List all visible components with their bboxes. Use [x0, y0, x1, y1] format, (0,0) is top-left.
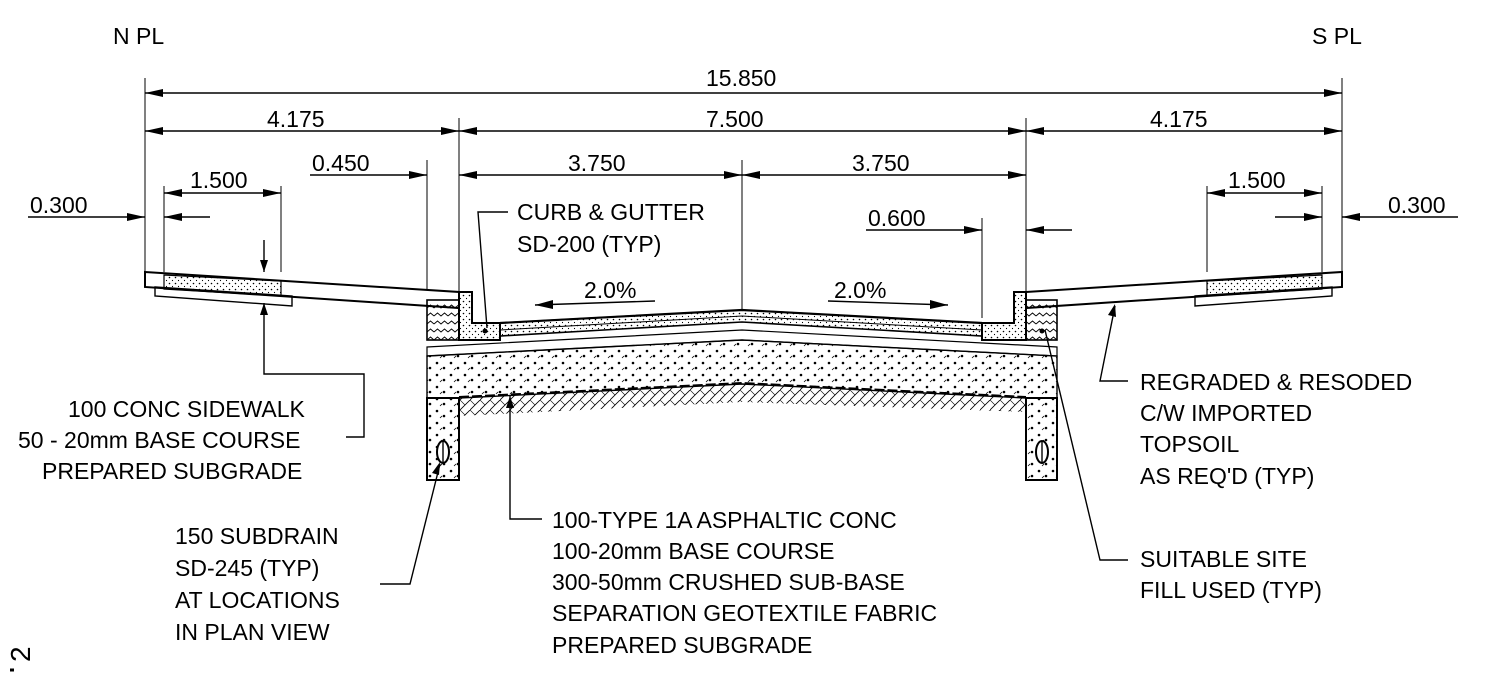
- callout-topsoil: REGRADED & RESODED C/W IMPORTED TOPSOIL …: [1099, 304, 1412, 489]
- sheet-mark: 2: [5, 646, 36, 662]
- callout-subdrain-line-4: IN PLAN VIEW: [175, 619, 330, 645]
- callout-topsoil-line-3: TOPSOIL: [1140, 431, 1239, 457]
- left-slope-indicator: 2.0%: [534, 277, 656, 309]
- geotextile-fabric: [458, 381, 1027, 398]
- callout-topsoil-line-1: REGRADED & RESODED: [1140, 369, 1412, 395]
- left-slope-label: 2.0%: [584, 277, 636, 303]
- dimension-offsets: 0.300 0.300: [28, 192, 1458, 221]
- left-subdrain: [426, 397, 460, 481]
- callout-subdrain-line-2: SD-245 (TYP): [175, 555, 319, 581]
- extension-lines: [144, 78, 1343, 318]
- prepared-subgrade: [459, 384, 1026, 416]
- south-property-line-label: S PL: [1312, 23, 1362, 49]
- dimension-sidewalks: 1.500 1.500: [164, 167, 1322, 197]
- dimension-right-offset-label: 0.300: [1388, 192, 1446, 218]
- dimension-row-3: 3.750 3.750 0.450: [310, 150, 1026, 179]
- dimension-overall: 15.850: [145, 65, 1342, 97]
- dimension-right-curb-label: 0.600: [868, 205, 926, 231]
- callout-subdrain-line-3: AT LOCATIONS: [175, 587, 340, 613]
- callout-sidewalk: 100 CONC SIDEWALK 50 - 20mm BASE COURSE …: [18, 240, 365, 484]
- dimension-right-lane-label: 3.750: [852, 150, 910, 176]
- callout-pavement-line-1: 100-TYPE 1A ASPHALTIC CONC: [552, 507, 897, 533]
- callout-curb-line-1: CURB & GUTTER: [517, 199, 705, 225]
- dimension-left-lane-label: 3.750: [568, 150, 626, 176]
- callout-fill-line-2: FILL USED (TYP): [1140, 577, 1322, 603]
- left-curb-and-gutter: [426, 291, 501, 341]
- callout-topsoil-line-4: AS REQ'D (TYP): [1140, 463, 1314, 489]
- callout-curb-line-2: SD-200 (TYP): [517, 231, 661, 257]
- dimension-left-sidewalk-label: 1.500: [190, 167, 248, 193]
- dimension-right-curb: 0.600: [866, 205, 1072, 234]
- dimension-overall-label: 15.850: [706, 65, 776, 91]
- left-sidewalk: [144, 270, 460, 310]
- callout-curb-gutter: CURB & GUTTER SD-200 (TYP): [477, 199, 705, 329]
- callout-subdrain: 150 SUBDRAIN SD-245 (TYP) AT LOCATIONS I…: [175, 462, 441, 645]
- callout-pavement-structure: 100-TYPE 1A ASPHALTIC CONC 100-20mm BASE…: [506, 396, 937, 658]
- dimension-row-2: 4.175 7.500 4.175: [145, 106, 1342, 135]
- callout-topsoil-line-2: C/W IMPORTED: [1140, 400, 1312, 426]
- dimension-left-curb-label: 0.450: [312, 150, 370, 176]
- callout-pavement-line-2: 100-20mm BASE COURSE: [552, 538, 834, 564]
- dimension-right-boulevard-label: 4.175: [1150, 106, 1208, 132]
- callout-pavement-line-4: SEPARATION GEOTEXTILE FABRIC: [552, 600, 937, 626]
- callout-sidewalk-line-2: 50 - 20mm BASE COURSE: [18, 427, 300, 453]
- callout-pavement-line-3: 300-50mm CRUSHED SUB-BASE: [552, 569, 905, 595]
- right-subdrain: [1025, 397, 1058, 481]
- dimension-left-boulevard-label: 4.175: [267, 106, 325, 132]
- north-property-line-label: N PL: [113, 23, 164, 49]
- callout-subdrain-line-1: 150 SUBDRAIN: [175, 523, 339, 549]
- dimension-left-offset-label: 0.300: [30, 192, 88, 218]
- right-slope-label: 2.0%: [834, 277, 886, 303]
- dimension-roadway-label: 7.500: [706, 106, 764, 132]
- asphaltic-concrete: [499, 309, 983, 337]
- callout-pavement-line-5: PREPARED SUBGRADE: [552, 632, 812, 658]
- callout-fill-line-1: SUITABLE SITE: [1140, 546, 1307, 572]
- right-sidewalk: [1025, 270, 1343, 310]
- right-slope-indicator: 2.0%: [827, 277, 949, 309]
- dimension-right-sidewalk-label: 1.500: [1228, 167, 1286, 193]
- callout-sidewalk-line-3: PREPARED SUBGRADE: [42, 458, 302, 484]
- callout-sidewalk-line-1: 100 CONC SIDEWALK: [68, 396, 306, 422]
- base-course: [426, 329, 1058, 357]
- callout-site-fill: SUITABLE SITE FILL USED (TYP): [1044, 329, 1322, 603]
